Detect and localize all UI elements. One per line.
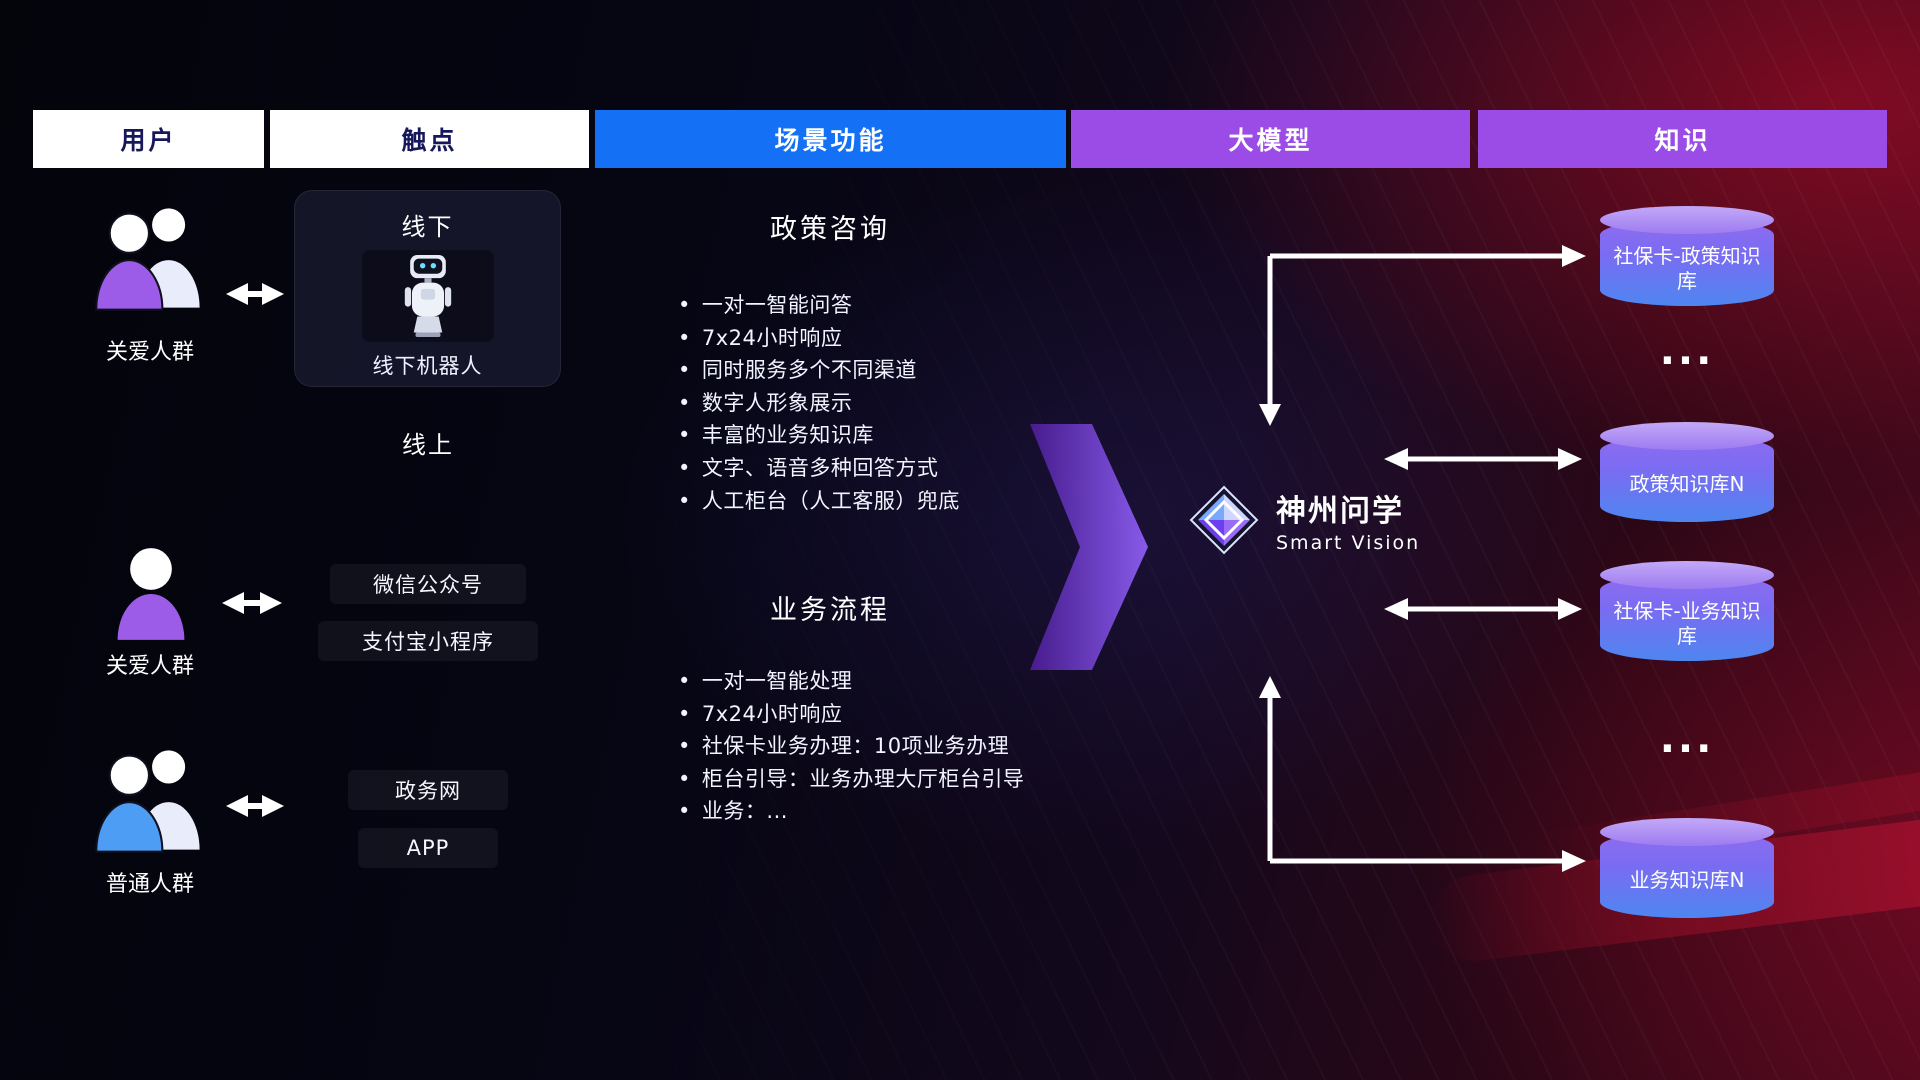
model-name: 神州问学 (1276, 494, 1404, 529)
header-model: 大模型 (1071, 110, 1470, 168)
bullet: • (678, 799, 691, 824)
feature-text: 一对一智能问答 (701, 293, 853, 317)
feature-item: • 7x24小时响应 (678, 698, 1024, 731)
kb-ellipsis-bottom: ... (1659, 716, 1715, 762)
bullet: • (678, 325, 691, 350)
user-person-label: 关爱人群 (105, 654, 194, 679)
cylinder-top (1600, 561, 1774, 589)
business-process-title: 业务流程 (770, 595, 890, 626)
policy-consultation-block: 政策咨询 • 一对一智能问答 • 7x24小时响应 • 同时服务多个不同渠道 • 数字人… (660, 210, 1000, 517)
offline-title: 线下 (401, 213, 454, 241)
feature-text: 同时服务多个不同渠道 (701, 358, 917, 383)
feature-text: 一对一智能处理 (701, 669, 853, 693)
feature-item: • 7x24小时响应 (678, 322, 1000, 355)
header-scenarios: 场景功能 (595, 110, 1066, 168)
bullet: • (678, 669, 691, 693)
header-touchpoints: 触点 (270, 110, 589, 168)
arrow-user2-touchpoint-bidirectional (222, 592, 282, 614)
bullet: • (678, 734, 691, 759)
business-feature-list: • 一对一智能处理 • 7x24小时响应 • 社保卡业务办理：10项业务办理 • 柜台引… (678, 665, 1024, 828)
bullet: • (678, 488, 691, 513)
kb-cylinder-policy-n: 政策知识库N (1600, 422, 1774, 522)
offline-robot-label: 线下机器人 (372, 354, 483, 378)
bullet: • (678, 358, 691, 383)
feature-text: 柜台引导：业务办理大厅柜台引导 (701, 766, 1025, 791)
robot-image-frame (361, 250, 494, 342)
feature-text: 业务：... (701, 799, 788, 824)
arrow-model-to-kb1 (1259, 245, 1586, 426)
feature-item: • 业务：... (678, 795, 1024, 828)
channel-alipay: 支付宝小程序 (318, 621, 538, 661)
feature-item: • 社保卡业务办理：10项业务办理 (678, 730, 1024, 763)
feature-item: • 人工柜台（人工客服）兜底 (678, 485, 1000, 518)
feature-text: 社保卡业务办理：10项业务办理 (701, 734, 1010, 759)
feature-text: 数字人形象展示 (701, 390, 853, 415)
kb-label: 政策知识库N (1629, 472, 1745, 496)
header-users: 用户 (33, 110, 264, 168)
kb-label: 社保卡-政策知识库 (1613, 243, 1761, 293)
channel-govweb: 政务网 (348, 770, 508, 810)
kb-label: 业务知识库N (1629, 868, 1745, 892)
general-group-icon-blue (95, 750, 200, 853)
model-subtitle: Smart Vision (1276, 532, 1421, 554)
feature-item: • 柜台引导：业务办理大厅柜台引导 (678, 763, 1024, 796)
channel-wechat: 微信公众号 (330, 564, 526, 604)
feature-text: 7x24小时响应 (701, 701, 843, 726)
kb-cylinder-policy-ssc: 社保卡-政策知识库 (1600, 206, 1774, 306)
kb-cylinder-business-n: 业务知识库N (1600, 818, 1774, 918)
feature-item: • 同时服务多个不同渠道 (678, 354, 1000, 387)
user-group-label: 关爱人群 (105, 340, 194, 365)
care-person-icon-purple (117, 548, 185, 640)
general-group-label: 普通人群 (105, 872, 194, 897)
feature-text: 7x24小时响应 (701, 325, 843, 350)
kb-ellipsis-top: ... (1659, 328, 1715, 374)
offline-touchpoint-card: 线下 线下机器人 (294, 190, 561, 387)
arrow-model-kb2-bidirectional (1384, 448, 1582, 470)
feature-text: 文字、语音多种回答方式 (701, 455, 939, 480)
arrow-user3-touchpoint-bidirectional (226, 795, 284, 817)
feature-item: • 数字人形象展示 (678, 387, 1000, 420)
kb-label: 社保卡-业务知识库 (1613, 598, 1761, 648)
feature-text: 丰富的业务知识库 (701, 423, 874, 448)
bullet: • (678, 293, 691, 317)
bullet: • (678, 455, 691, 480)
flow-arrow (1030, 424, 1148, 670)
feature-item: • 一对一智能问答 (678, 289, 1000, 322)
bullet: • (678, 423, 691, 448)
feature-item: • 文字、语音多种回答方式 (678, 452, 1000, 485)
channel-app: APP (358, 828, 498, 868)
bullet: • (678, 701, 691, 726)
care-group-icon-purple (95, 208, 200, 311)
arrow-user1-touchpoint-bidirectional (226, 283, 284, 305)
header-knowledge: 知识 (1478, 110, 1887, 168)
service-robot-icon (404, 255, 451, 337)
logo-text: 神州问学 Smart Vision (1276, 486, 1420, 554)
business-process-block: 业务流程 • 一对一智能处理 • 7x24小时响应 • 社保卡业务办理：10项业务办理… (660, 591, 1024, 828)
feature-item: • 丰富的业务知识库 (678, 419, 1000, 452)
cylinder-top (1600, 422, 1774, 450)
policy-feature-list: •一对一智能问答 •7x24小时响应 •同时服务多个不同渠道 •数字人形象展示 … (678, 289, 1000, 517)
online-title: 线上 (402, 430, 454, 459)
feature-item: • 一对一智能处理 (678, 665, 1024, 698)
cylinder-top (1600, 818, 1774, 846)
kb-cylinder-business-ssc: 社保卡-业务知识库 (1600, 561, 1774, 661)
policy-consultation-title: 政策咨询 (770, 214, 890, 245)
feature-text: 人工柜台（人工客服）兜底 (701, 488, 960, 513)
cylinder-top (1600, 206, 1774, 234)
arrow-model-kb3-bidirectional (1384, 598, 1582, 620)
smart-vision-logo-icon (1189, 485, 1259, 555)
smart-vision-logo: 神州问学 Smart Vision (1188, 484, 1420, 556)
bullet: • (678, 390, 691, 415)
bullet: • (678, 766, 691, 791)
